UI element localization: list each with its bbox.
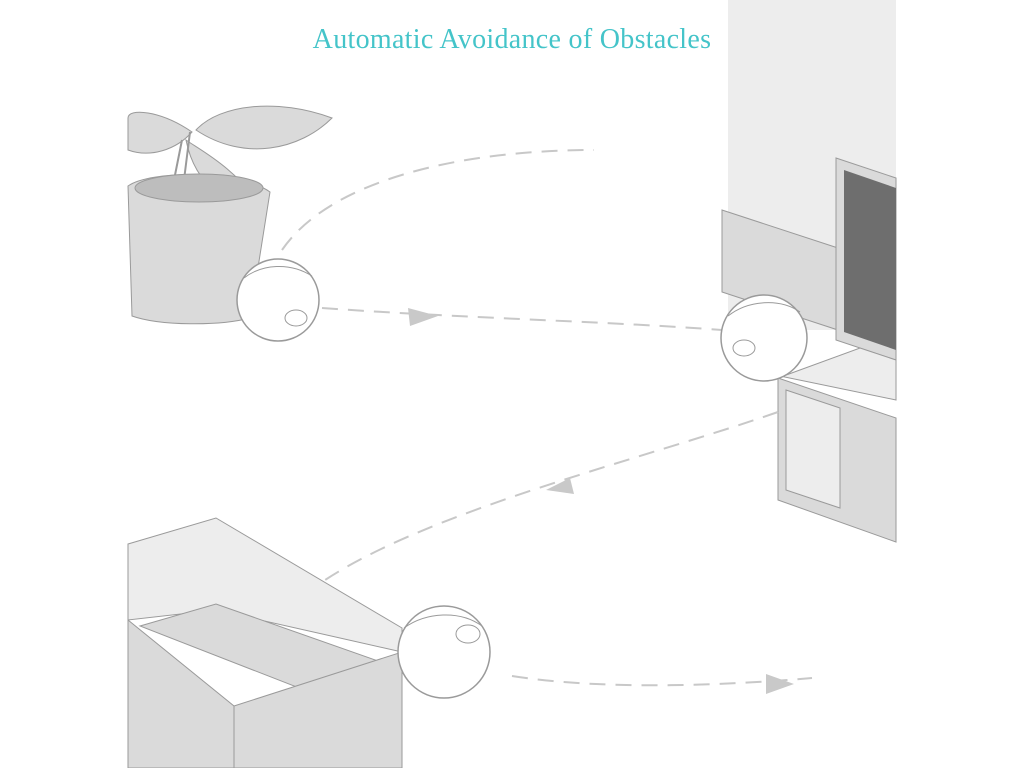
- tv-icon: [835, 157, 897, 361]
- robot-ball-icon: [236, 258, 320, 342]
- tv-cabinet: [777, 347, 897, 543]
- tv-corner: [721, 0, 897, 543]
- direction-arrow-icon: [546, 478, 574, 494]
- direction-arrow-icon: [408, 308, 438, 326]
- robot-ball-icon: [720, 294, 808, 382]
- open-box-icon: [127, 517, 403, 768]
- potted-plant-icon: [127, 105, 333, 325]
- page-title: Automatic Avoidance of Obstacles: [312, 24, 712, 55]
- robot-ball-icon: [397, 605, 491, 699]
- direction-arrow-icon: [766, 674, 794, 694]
